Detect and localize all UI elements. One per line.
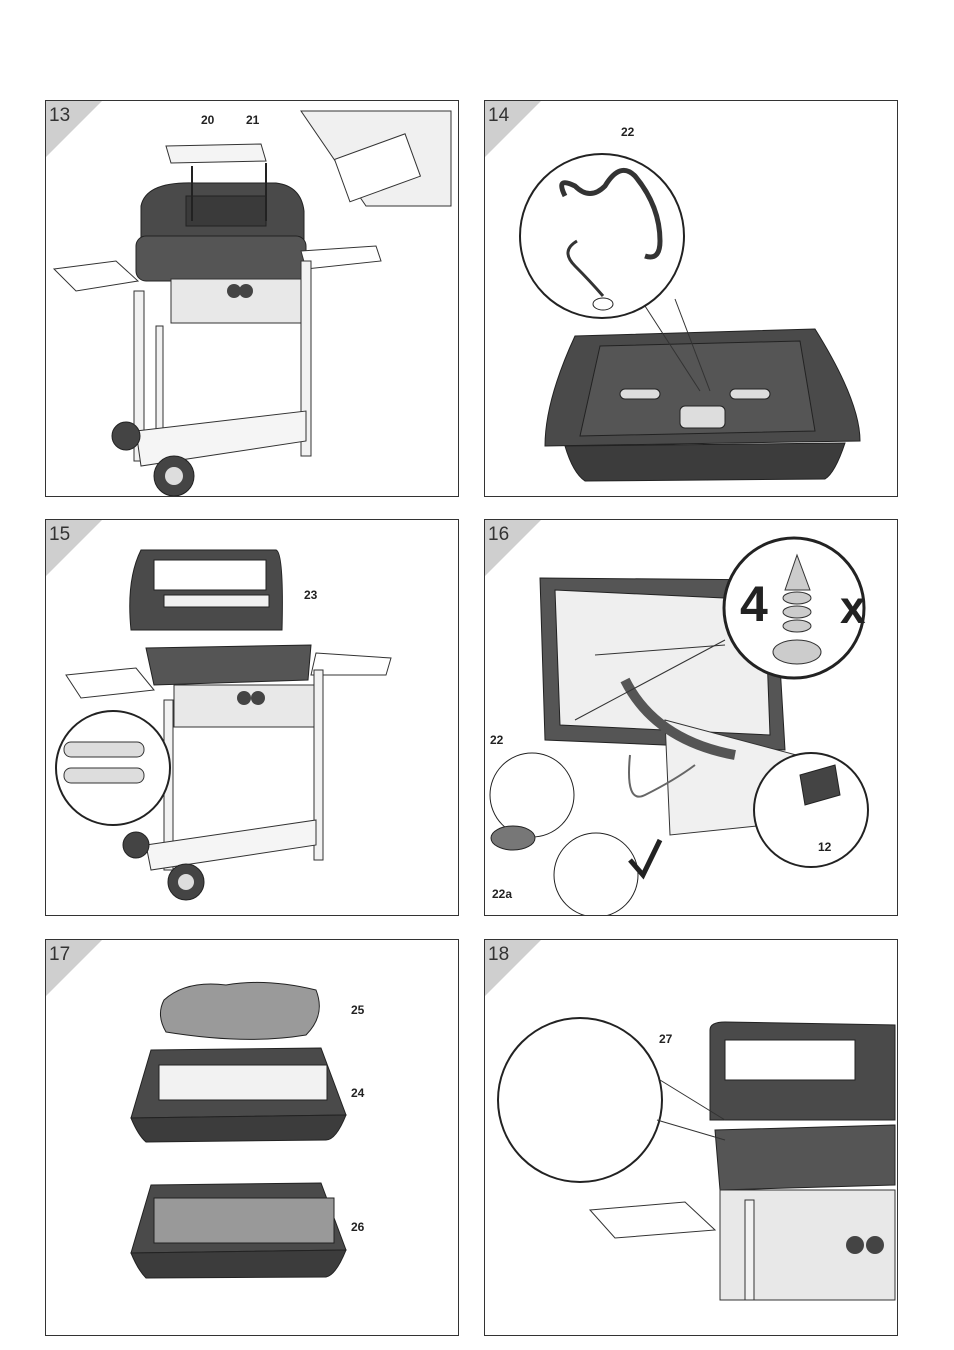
callout-label: 25 [351,1003,364,1017]
gas-valve-screw-illustration [485,520,897,915]
step-number: 15 [49,524,70,546]
step-number: 18 [488,944,509,966]
panel-step-17: 17 25 24 26 [45,939,459,1336]
step-number: 14 [488,105,509,127]
callout-label: 22 [621,125,634,139]
callout-label: 24 [351,1086,364,1100]
callout-label: 26 [351,1220,364,1234]
charcoal-grate-illustration [46,940,458,1335]
callout-label: 22a [492,887,512,901]
panel-step-18: 18 27 [484,939,898,1336]
callout-label: 22 [490,733,503,747]
quantity-digit: 4 [740,575,768,633]
panel-step-15: 15 23 [45,519,459,916]
callout-label: 12 [818,840,831,854]
grill-heat-shield-illustration [46,520,458,915]
cooking-grid-illustration [485,940,897,1335]
bowl-clip-illustration [485,101,897,496]
quantity-multiplier: x [840,580,866,634]
callout-label: 21 [246,113,259,127]
grill-assembly-illustration [46,101,458,496]
callout-label: 20 [201,113,214,127]
panel-step-16: 16 4 x 22 22a 12 [484,519,898,916]
callout-label: 27 [659,1032,672,1046]
panel-step-14: 14 22 [484,100,898,497]
panel-step-13: 13 20 21 [45,100,459,497]
step-number: 17 [49,944,70,966]
step-number: 16 [488,524,509,546]
step-number: 13 [49,105,70,127]
callout-label: 23 [304,588,317,602]
